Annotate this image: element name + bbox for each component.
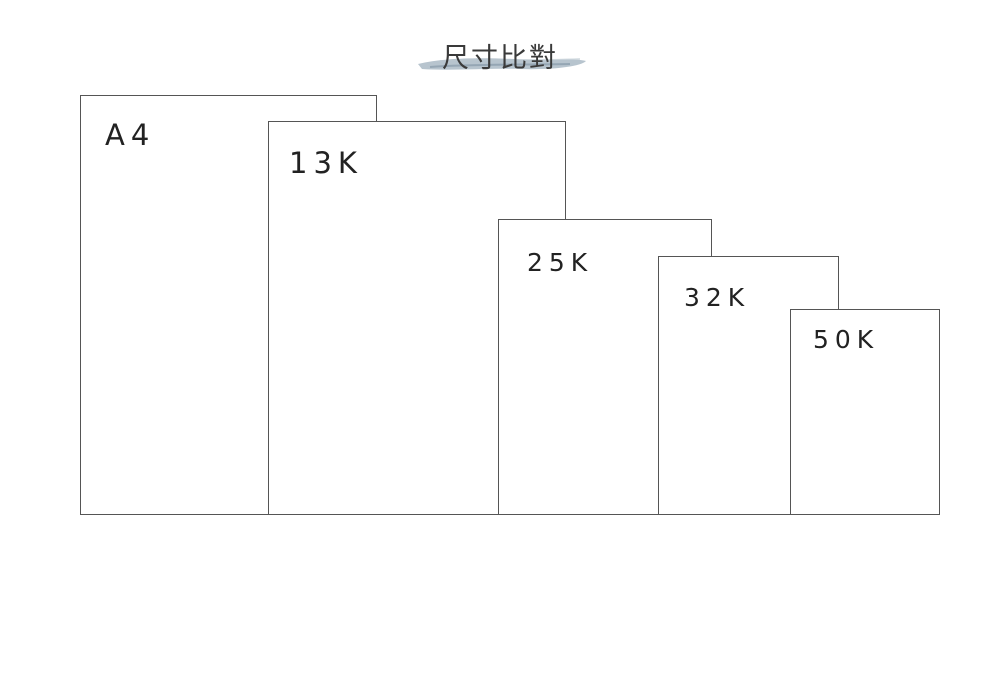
brush-stroke-decoration	[418, 58, 586, 70]
page-title: 尺寸比對	[442, 43, 558, 74]
sheet-label-a4: A4	[105, 118, 156, 152]
sheet-label-50k: 50K	[813, 325, 880, 354]
sheet-label-25k: 25K	[527, 248, 594, 277]
sheet-label-32k: 32K	[684, 283, 751, 312]
paper-sheet-50k: 50K	[790, 309, 940, 515]
sheet-label-13k: 13K	[289, 146, 363, 180]
title-block: 尺寸比對	[410, 34, 590, 78]
